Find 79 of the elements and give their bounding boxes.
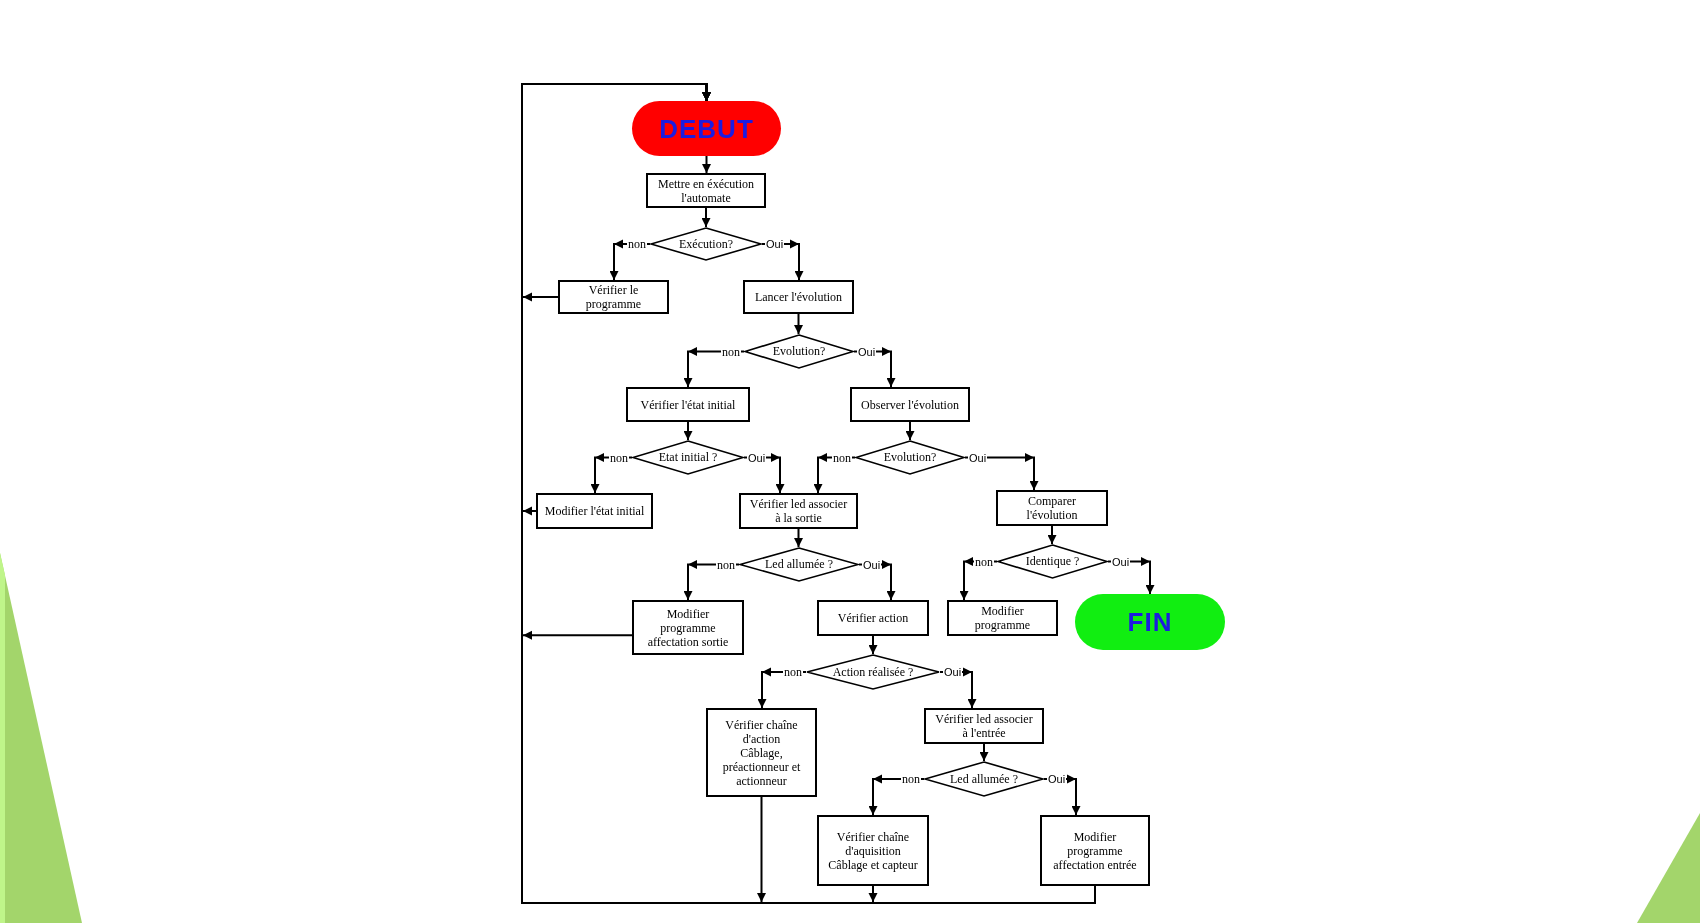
question-label: Etat initial ? <box>658 451 718 464</box>
process-box <box>996 490 1108 526</box>
decision-arrow <box>858 560 896 601</box>
question-label: Led allumée ? <box>950 772 1018 786</box>
decision-arrow <box>683 347 745 388</box>
step-label: Vérifier chaîne d'aquisition <box>835 829 911 858</box>
edge-label: Oui <box>857 345 877 358</box>
edge-label: Oui <box>765 238 785 250</box>
process-box <box>646 173 766 208</box>
step-label: Observer l'évolution <box>861 397 959 412</box>
process-box <box>558 280 669 314</box>
decision-diamond <box>632 440 744 475</box>
question-label: Evolution? <box>772 345 826 358</box>
step-label: Vérifier l'état initial <box>640 397 736 412</box>
flow-arrow <box>868 635 878 655</box>
process-box <box>924 708 1044 744</box>
edge-label: Oui <box>747 451 767 464</box>
process-box <box>632 600 744 655</box>
flow-arrow <box>905 421 915 441</box>
step-label: Vérifier le programme <box>584 283 643 311</box>
step-label: Vérifier led associer à la sortie <box>748 497 849 525</box>
decision-arrow <box>743 453 785 494</box>
edge-label: Oui <box>943 666 963 678</box>
question-label: Exécution? <box>679 237 733 251</box>
decision-arrow <box>1043 774 1081 816</box>
decision-diamond <box>855 440 965 475</box>
step-label: Câblage et capteur <box>828 857 918 872</box>
decision-diamond <box>744 334 854 369</box>
decision-diamond <box>924 761 1044 797</box>
step-label: Vérifier chaîne d'action <box>724 717 799 746</box>
flow-arrow <box>702 155 711 174</box>
edge-label: Oui <box>968 451 988 464</box>
flow-arrow <box>701 207 711 228</box>
question-label: Led allumée ? <box>765 558 833 571</box>
end-terminal <box>1075 594 1225 650</box>
decision-arrow <box>761 239 804 281</box>
edge-label: Oui <box>862 558 882 571</box>
decision-diamond <box>650 227 762 261</box>
process-box <box>817 815 929 886</box>
process-box <box>1040 815 1150 886</box>
edge-label: Oui <box>1047 773 1067 785</box>
decision-diamond <box>806 654 940 690</box>
process-box <box>706 708 817 797</box>
process-box <box>743 280 854 314</box>
decision-diamond <box>997 544 1108 579</box>
question-label: Identique ? <box>1025 555 1080 568</box>
step-label: Lancer l'évolution <box>754 290 843 304</box>
step-label: Mettre en éxécution l'automate <box>657 176 755 205</box>
loop-back-arrow <box>521 83 1096 904</box>
edge-label: Oui <box>1111 555 1131 568</box>
flow-arrow <box>794 313 803 335</box>
flow-arrow <box>683 421 693 441</box>
question-label: Action réalisée ? <box>832 665 914 679</box>
step-label: Modifier programme affectation sortie <box>646 606 730 649</box>
step-label: Modifier programme affectation entrée <box>1052 829 1138 872</box>
process-box <box>626 387 750 422</box>
question-label: Evolution? <box>883 451 937 464</box>
step-label: Vérifier action <box>837 611 909 625</box>
process-box <box>947 600 1058 636</box>
terminal-label: DEBUT <box>659 114 754 143</box>
step-label: Modifier programme <box>973 604 1032 632</box>
step-label: Modifier l'état initial <box>544 504 645 518</box>
decision-arrow <box>1107 557 1155 595</box>
decision-arrow <box>964 453 1039 491</box>
process-box <box>739 493 858 529</box>
flow-arrow <box>794 528 803 548</box>
process-box <box>850 387 970 422</box>
terminal-label: FIN <box>1127 608 1173 636</box>
decision-arrow <box>683 560 740 601</box>
decision-arrow <box>853 347 896 388</box>
step-label: Comparer l'évolution <box>1025 494 1079 522</box>
process-box <box>817 600 929 636</box>
decision-diamond <box>739 547 859 582</box>
process-box <box>536 493 653 529</box>
start-terminal <box>632 101 781 156</box>
flow-arrow <box>979 743 989 762</box>
step-label: Vérifier led associer à l'entrée <box>934 712 1034 740</box>
flow-arrow <box>1047 525 1057 545</box>
step-label: Câblage, préactionneur et actionneur <box>721 745 802 788</box>
